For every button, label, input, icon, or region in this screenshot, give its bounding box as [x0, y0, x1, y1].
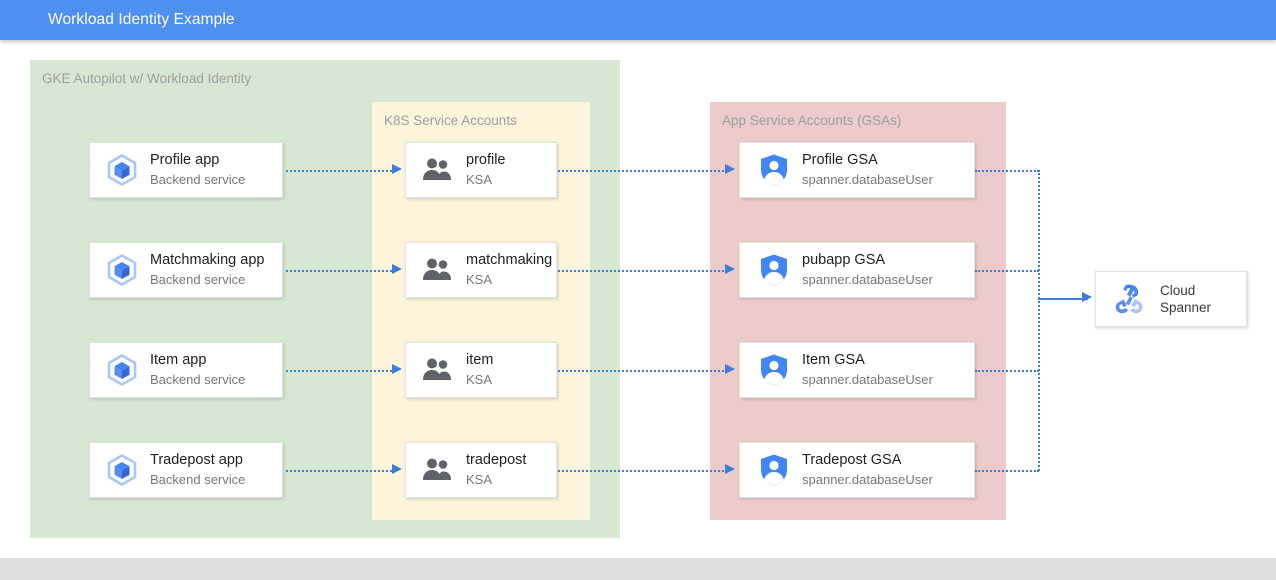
- card-ksa-0-text: profile KSA: [466, 151, 506, 189]
- card-ksa-3-title: tradepost: [466, 452, 527, 468]
- window-title: Workload Identity Example: [48, 11, 235, 28]
- card-app-2-text: Item app Backend service: [150, 351, 245, 389]
- card-ksa-1-title: matchmaking: [466, 252, 553, 268]
- card-ksa-3-subtitle: KSA: [466, 472, 493, 487]
- card-ksa-3[interactable]: tradepost KSA: [405, 442, 557, 498]
- card-gsa-2-subtitle: spanner.databaseUser: [802, 372, 933, 387]
- gke-container-icon: [100, 153, 144, 187]
- card-ksa-2-text: item KSA: [466, 351, 493, 389]
- card-app-0[interactable]: Profile app Backend service: [89, 142, 283, 198]
- card-ksa-3-text: tradepost KSA: [466, 451, 526, 489]
- iam-shield-person-icon: [754, 353, 794, 387]
- card-ksa-1[interactable]: matchmaking KSA: [405, 242, 557, 298]
- card-ksa-2[interactable]: item KSA: [405, 342, 557, 398]
- card-cloud-spanner-text: Cloud Spanner: [1160, 282, 1211, 316]
- card-app-1-title: Matchmaking app: [150, 252, 265, 268]
- card-gsa-2[interactable]: Item GSA spanner.databaseUser: [739, 342, 975, 398]
- cloud-spanner-wrench-icon: [1110, 283, 1150, 315]
- people-group-icon: [418, 257, 456, 283]
- card-app-0-subtitle: Backend service: [150, 172, 246, 187]
- gke-container-icon: [100, 353, 144, 387]
- card-ksa-2-title: item: [466, 352, 494, 368]
- bottom-status-strip: [0, 558, 1276, 580]
- card-gsa-3-subtitle: spanner.databaseUser: [802, 472, 933, 487]
- card-app-1-text: Matchmaking app Backend service: [150, 251, 264, 289]
- card-cloud-spanner[interactable]: Cloud Spanner: [1095, 271, 1247, 327]
- card-gsa-1-subtitle: spanner.databaseUser: [802, 272, 933, 287]
- card-gsa-1-title: pubapp GSA: [802, 252, 886, 268]
- people-group-icon: [418, 357, 456, 383]
- gke-container-icon: [100, 253, 144, 287]
- card-ksa-0-subtitle: KSA: [466, 172, 493, 187]
- card-app-3-text: Tradepost app Backend service: [150, 451, 245, 489]
- iam-shield-person-icon: [754, 253, 794, 287]
- people-group-icon: [418, 157, 456, 183]
- iam-shield-person-icon: [754, 153, 794, 187]
- card-ksa-0-title: profile: [466, 152, 506, 168]
- card-gsa-1-text: pubapp GSA spanner.databaseUser: [802, 251, 933, 289]
- card-gsa-3-title: Tradepost GSA: [802, 452, 902, 468]
- card-app-1[interactable]: Matchmaking app Backend service: [89, 242, 283, 298]
- card-gsa-3-text: Tradepost GSA spanner.databaseUser: [802, 451, 933, 489]
- card-gsa-0-title: Profile GSA: [802, 152, 878, 168]
- card-app-3-title: Tradepost app: [150, 452, 243, 468]
- people-group-icon: [418, 457, 456, 483]
- gke-container-icon: [100, 453, 144, 487]
- card-gsa-0[interactable]: Profile GSA spanner.databaseUser: [739, 142, 975, 198]
- card-gsa-0-text: Profile GSA spanner.databaseUser: [802, 151, 933, 189]
- card-app-2-title: Item app: [150, 352, 207, 368]
- iam-shield-person-icon: [754, 453, 794, 487]
- group-gke-autopilot-label: GKE Autopilot w/ Workload Identity: [42, 71, 252, 86]
- card-app-3[interactable]: Tradepost app Backend service: [89, 442, 283, 498]
- card-ksa-1-subtitle: KSA: [466, 272, 493, 287]
- card-cloud-spanner-title-line2: Spanner: [1160, 300, 1212, 315]
- card-app-1-subtitle: Backend service: [150, 272, 246, 287]
- card-app-0-title: Profile app: [150, 152, 220, 168]
- group-app-service-accounts-label: App Service Accounts (GSAs): [722, 113, 902, 128]
- card-ksa-2-subtitle: KSA: [466, 372, 493, 387]
- card-gsa-1[interactable]: pubapp GSA spanner.databaseUser: [739, 242, 975, 298]
- card-ksa-0[interactable]: profile KSA: [405, 142, 557, 198]
- card-cloud-spanner-title-line1: Cloud: [1160, 283, 1196, 298]
- group-k8s-service-accounts-label: K8S Service Accounts: [384, 113, 517, 128]
- card-gsa-2-title: Item GSA: [802, 352, 865, 368]
- card-app-2-subtitle: Backend service: [150, 372, 246, 387]
- card-ksa-1-text: matchmaking KSA: [466, 251, 552, 289]
- card-gsa-2-text: Item GSA spanner.databaseUser: [802, 351, 933, 389]
- card-gsa-0-subtitle: spanner.databaseUser: [802, 172, 933, 187]
- window-title-bar: Workload Identity Example: [0, 0, 1276, 40]
- card-app-2[interactable]: Item app Backend service: [89, 342, 283, 398]
- card-gsa-3[interactable]: Tradepost GSA spanner.databaseUser: [739, 442, 975, 498]
- card-app-0-text: Profile app Backend service: [150, 151, 245, 189]
- card-app-3-subtitle: Backend service: [150, 472, 246, 487]
